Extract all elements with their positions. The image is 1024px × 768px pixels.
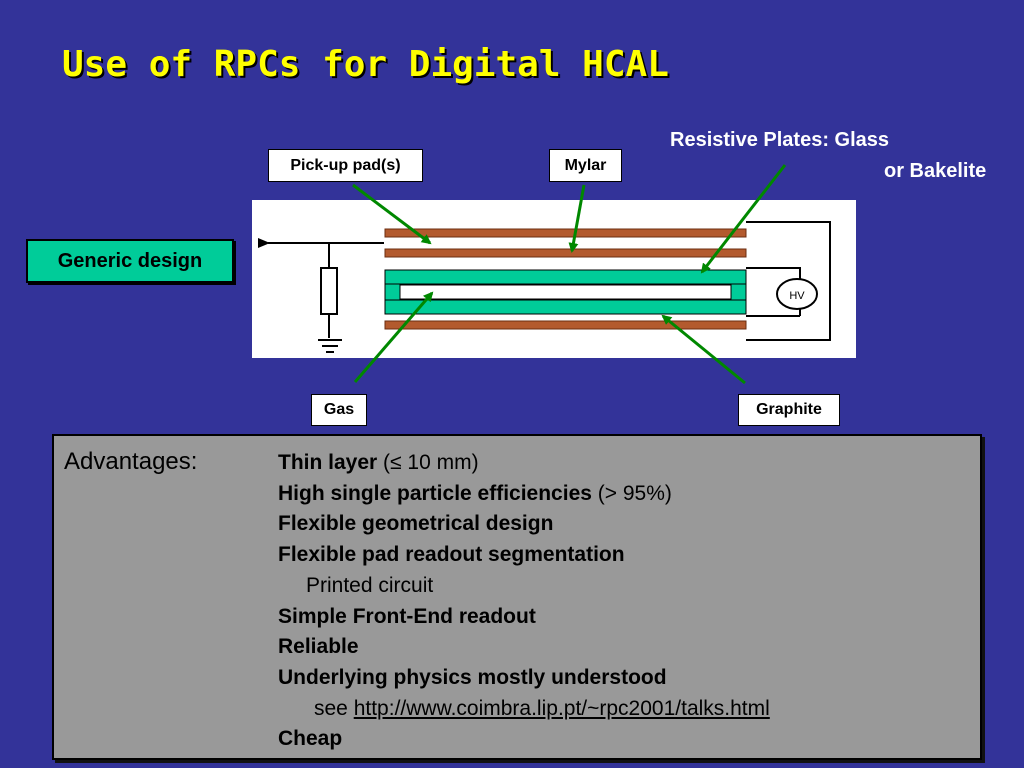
resistive-plates-label: Resistive Plates: Glass (670, 129, 890, 151)
talks-link[interactable]: http://www.coimbra.lip.pt/~rpc2001/talks… (353, 696, 770, 720)
advantage-item: Flexible pad readout segmentation (278, 543, 625, 567)
advantage-item: Reliable (278, 635, 359, 659)
generic-design-label: Generic design (26, 239, 234, 283)
resistive-plate-bottom (384, 299, 747, 315)
advantage-item: Underlying physics mostly understood (278, 665, 667, 689)
resistive-plates-label-2: or Bakelite (884, 160, 987, 182)
arrow-mylar (568, 184, 586, 253)
arrow-graphite (661, 314, 746, 385)
callout-graphite: Graphite (738, 394, 840, 426)
slide-title: Use of RPCs for Digital HCAL (62, 44, 669, 85)
callout-gas: Gas (311, 394, 367, 426)
hv-wire (746, 267, 801, 282)
pickup-strip-top (384, 228, 747, 238)
advantage-item: Simple Front-End readout (278, 604, 536, 628)
arrow-resistive (700, 164, 787, 274)
advantages-heading: Advantages: (64, 448, 198, 475)
callout-pickup-pad: Pick-up pad(s) (268, 149, 423, 182)
advantage-item: Flexible geometrical design (278, 512, 554, 536)
advantage-subitem: see http://www.coimbra.lip.pt/~rpc2001/t… (314, 696, 770, 720)
advantage-subitem: Printed circuit (306, 573, 434, 597)
pickup-strip-bottom (384, 320, 747, 330)
advantage-item: Cheap (278, 727, 343, 751)
outer-wire-top (746, 221, 831, 341)
callout-mylar: Mylar (549, 149, 622, 182)
gas-gap-inner (399, 284, 732, 300)
advantages-box: Advantages: Thin layer (≤ 10 mm) High si… (52, 434, 982, 760)
advantage-item: High single particle efficiencies (> 95%… (278, 481, 672, 505)
mylar-strip (384, 248, 747, 258)
resistor (320, 267, 338, 315)
arrow-gas (353, 291, 434, 383)
arrow-pickup (352, 183, 432, 245)
resistive-plate-top (384, 269, 747, 285)
advantages-list: Thin layer (≤ 10 mm) High single particl… (278, 448, 770, 755)
advantage-item: Thin layer (≤ 10 mm) (278, 451, 479, 474)
hv-source (776, 278, 818, 310)
hv-label: HV (789, 290, 805, 302)
